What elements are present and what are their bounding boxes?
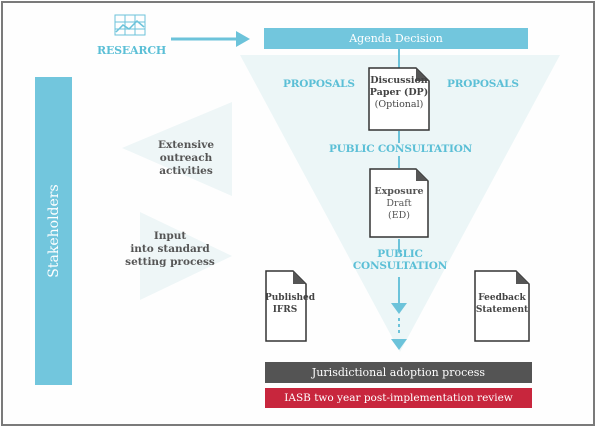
outreach-arrow-shape <box>122 102 232 196</box>
discussion-paper-line-3: (Optional) <box>374 99 424 110</box>
input-line-3: setting process <box>125 256 215 268</box>
document-icon <box>474 270 530 342</box>
document-icon <box>368 67 430 131</box>
input-line-2: into standard <box>130 243 210 255</box>
document-icon <box>265 270 307 342</box>
research-label: RESEARCH <box>97 44 167 57</box>
post-implementation-review-label: IASB two year post-implementation review <box>284 392 513 404</box>
published-ifrs-document: Published IFRS <box>265 270 316 342</box>
outreach-text: Extensive outreach activities <box>140 139 232 178</box>
discussion-paper-line-2: Paper (DP) <box>369 87 429 98</box>
stakeholders-bar: Stakeholders <box>35 77 72 385</box>
published-ifrs-line-1: Published <box>265 293 316 303</box>
feedback-statement-line-2: Statement <box>475 305 529 315</box>
jurisdictional-adoption-label: Jurisdictional adoption process <box>311 366 486 379</box>
agenda-decision-label: Agenda Decision <box>349 32 443 45</box>
published-ifrs-line-2: IFRS <box>272 305 298 315</box>
public-consultation-label-2: PUBLIC CONSULTATION <box>345 248 455 272</box>
outreach-line-1: Extensive <box>157 139 215 151</box>
jurisdictional-adoption-bar: Jurisdictional adoption process <box>265 362 532 383</box>
post-implementation-review-bar: IASB two year post-implementation review <box>265 388 532 408</box>
discussion-paper-document: Discussion Paper (DP) (Optional) <box>368 67 430 131</box>
agenda-decision-bar: Agenda Decision <box>264 28 528 49</box>
exposure-draft-line-1: Exposure <box>374 186 424 197</box>
stakeholders-label: Stakeholders <box>45 184 62 278</box>
public-consultation-label-1: PUBLIC CONSULTATION <box>329 143 473 155</box>
down-arrow-head-2 <box>391 339 407 350</box>
proposals-right-label: PROPOSALS <box>447 78 519 90</box>
input-arrow-shape <box>140 212 232 300</box>
feedback-statement-line-1: Feedback <box>478 293 526 303</box>
exposure-draft-line-3: (ED) <box>388 210 410 221</box>
outreach-line-2: outreach <box>159 152 213 164</box>
document-icon <box>369 168 429 238</box>
exposure-draft-document: Exposure Draft (ED) <box>369 168 429 238</box>
public-consultation-2-line-1: PUBLIC <box>377 248 423 260</box>
outreach-line-3: activities <box>159 165 213 177</box>
feedback-statement-document: Feedback Statement <box>474 270 530 342</box>
chart-grid-icon <box>114 14 146 36</box>
public-consultation-2-line-2: CONSULTATION <box>352 260 448 272</box>
down-arrow-head-1 <box>391 303 407 314</box>
exposure-draft-line-2: Draft <box>386 198 412 209</box>
discussion-paper-line-1: Discussion <box>370 75 428 86</box>
input-line-1: Input <box>153 230 187 242</box>
research-arrow-head <box>236 31 250 47</box>
proposals-left-label: PROPOSALS <box>283 78 355 90</box>
input-text: Input into standard setting process <box>122 230 218 269</box>
